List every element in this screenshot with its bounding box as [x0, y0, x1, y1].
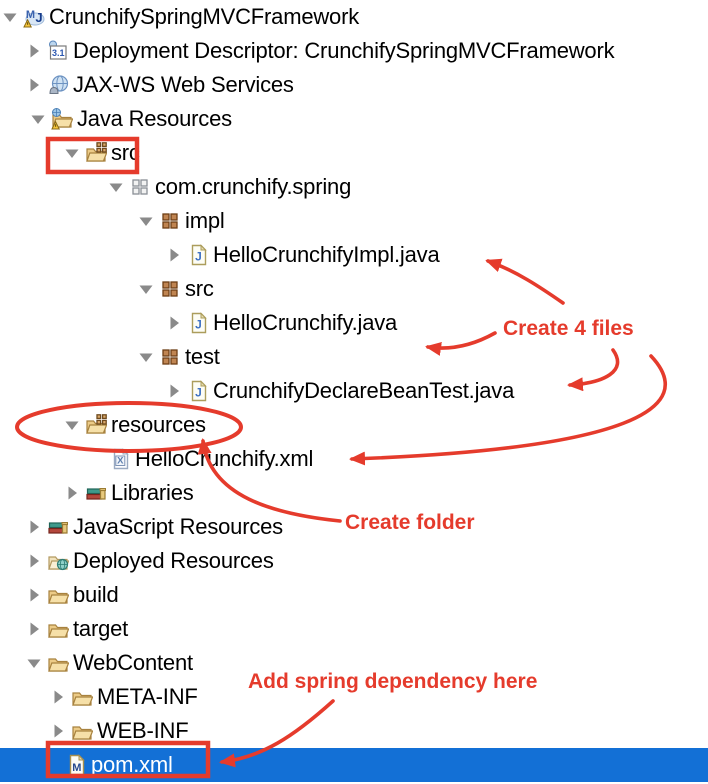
chevron-right-icon[interactable]	[26, 43, 46, 59]
tree-row-src[interactable]: src	[0, 272, 708, 306]
tree-row-label: Deployment Descriptor: CrunchifySpringMV…	[73, 38, 615, 63]
tree-row-label: HelloCrunchifyImpl.java	[213, 242, 440, 267]
tree-row-label: target	[73, 616, 129, 641]
tree-row-web-inf[interactable]: WEB-INF	[0, 714, 708, 748]
tree-row-label: com.crunchify.spring	[155, 174, 352, 199]
package-icon	[158, 210, 182, 232]
java-file-icon: J	[186, 244, 210, 266]
source-folder-icon	[84, 142, 108, 164]
tree-row-label: Libraries	[111, 480, 194, 505]
deployed-resources-icon	[46, 550, 70, 572]
folder-icon	[46, 618, 70, 640]
chevron-down-icon[interactable]	[138, 281, 158, 297]
tree-row-deployed-resources[interactable]: Deployed Resources	[0, 544, 708, 578]
chevron-right-icon[interactable]	[64, 485, 84, 501]
svg-text:M: M	[26, 9, 35, 21]
package-icon	[158, 278, 182, 300]
folder-icon	[46, 652, 70, 674]
chevron-right-icon[interactable]	[26, 621, 46, 637]
web-services-icon	[46, 74, 70, 96]
chevron-down-icon[interactable]	[2, 9, 22, 25]
tree-row-label: META-INF	[97, 684, 198, 709]
svg-text:J: J	[195, 386, 202, 400]
java-file-icon: J	[186, 312, 210, 334]
folder-icon	[70, 686, 94, 708]
chevron-down-icon[interactable]	[138, 349, 158, 365]
folder-icon	[46, 584, 70, 606]
chevron-down-icon[interactable]	[64, 145, 84, 161]
libraries-icon	[84, 482, 108, 504]
tree-row-libraries[interactable]: Libraries	[0, 476, 708, 510]
xml-file-icon: X	[108, 448, 132, 470]
chevron-right-icon[interactable]	[26, 519, 46, 535]
tree-row-label: src	[185, 276, 214, 301]
tree-row-label: HelloCrunchify.xml	[135, 446, 314, 471]
tree-row-test[interactable]: test	[0, 340, 708, 374]
chevron-right-icon[interactable]	[26, 587, 46, 603]
chevron-down-icon[interactable]	[108, 179, 128, 195]
chevron-down-icon[interactable]	[30, 111, 50, 127]
tree-row-label: test	[185, 344, 220, 369]
tree-row-hellocrunchify-java[interactable]: J HelloCrunchify.java	[0, 306, 708, 340]
chevron-right-icon[interactable]	[26, 553, 46, 569]
chevron-right-icon[interactable]	[26, 77, 46, 93]
tree-row-label: CrunchifySpringMVCFramework	[49, 4, 360, 29]
chevron-down-icon[interactable]	[138, 213, 158, 229]
source-folder-icon	[84, 414, 108, 436]
tree-row-label: HelloCrunchify.java	[213, 310, 398, 335]
tree-row-target[interactable]: target	[0, 612, 708, 646]
tree-row-label: src	[111, 140, 140, 165]
tree-row-hellocrunchify-xml[interactable]: X HelloCrunchify.xml	[0, 442, 708, 476]
tree-row-label: impl	[185, 208, 225, 233]
tree-row-label: pom.xml	[91, 752, 173, 777]
tree-row-deployment-descriptor-crunchifyspringmvcframework[interactable]: 3.1 Deployment Descriptor: CrunchifySprin…	[0, 34, 708, 68]
tree-row-hellocrunchifyimpl-java[interactable]: J HelloCrunchifyImpl.java	[0, 238, 708, 272]
tree-row-label: JavaScript Resources	[73, 514, 283, 539]
tree-row-src[interactable]: src	[0, 136, 708, 170]
java-resources-icon	[50, 108, 74, 130]
svg-text:J: J	[195, 250, 202, 264]
chevron-right-icon[interactable]	[166, 383, 186, 399]
tree-row-com-crunchify-spring[interactable]: com.crunchify.spring	[0, 170, 708, 204]
java-file-icon: J	[186, 380, 210, 402]
svg-text:J: J	[195, 318, 202, 332]
tree-row-crunchifydeclarebeantest-java[interactable]: J CrunchifyDeclareBeanTest.java	[0, 374, 708, 408]
tree-row-build[interactable]: build	[0, 578, 708, 612]
tree-row-jax-ws-web-services[interactable]: JAX-WS Web Services	[0, 68, 708, 102]
package-empty-icon	[128, 176, 152, 198]
chevron-right-icon[interactable]	[166, 247, 186, 263]
package-icon	[158, 346, 182, 368]
tree-row-impl[interactable]: impl	[0, 204, 708, 238]
chevron-down-icon[interactable]	[26, 655, 46, 671]
svg-text:M: M	[72, 762, 81, 774]
svg-text:X: X	[117, 456, 124, 467]
tree-row-resources[interactable]: resources	[0, 408, 708, 442]
libraries-icon	[46, 516, 70, 538]
tree-row-label: JAX-WS Web Services	[73, 72, 294, 97]
tree-row-label: Java Resources	[77, 106, 232, 131]
chevron-right-icon[interactable]	[166, 315, 186, 331]
tree-row-label: resources	[111, 412, 206, 437]
tree-row-javascript-resources[interactable]: JavaScript Resources	[0, 510, 708, 544]
svg-text:3.1: 3.1	[52, 48, 65, 58]
tree-row-label: CrunchifyDeclareBeanTest.java	[213, 378, 515, 403]
tree-row-label: WebContent	[73, 650, 193, 675]
tree-row-meta-inf[interactable]: META-INF	[0, 680, 708, 714]
tree-row-label: WEB-INF	[97, 718, 189, 743]
chevron-right-icon[interactable]	[50, 689, 70, 705]
pom-file-icon: M	[64, 754, 88, 776]
svg-text:J: J	[35, 10, 42, 25]
tree-row-webcontent[interactable]: WebContent	[0, 646, 708, 680]
tree-row-java-resources[interactable]: Java Resources	[0, 102, 708, 136]
chevron-down-icon[interactable]	[64, 417, 84, 433]
tree-row-label: build	[73, 582, 119, 607]
deployment-descriptor-icon: 3.1	[46, 40, 70, 62]
chevron-right-icon[interactable]	[50, 723, 70, 739]
folder-icon	[70, 720, 94, 742]
tree-row-label: Deployed Resources	[73, 548, 274, 573]
